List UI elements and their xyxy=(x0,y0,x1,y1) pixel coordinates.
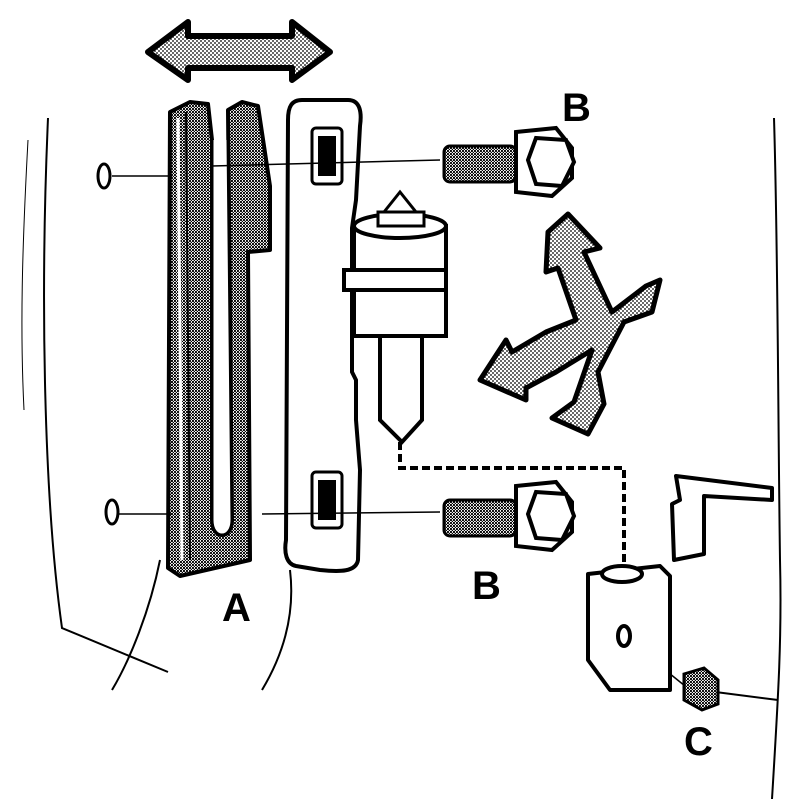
hinge-body xyxy=(283,98,448,573)
label-b-bottom: B xyxy=(472,564,501,608)
clip-c xyxy=(682,666,720,712)
cross-adjust-arrows-icon xyxy=(477,211,663,437)
label-b-top: B xyxy=(562,86,591,130)
body-holes xyxy=(96,162,120,526)
bolt-b-top xyxy=(442,125,577,199)
label-a: A xyxy=(222,586,251,630)
bolt-b-bottom xyxy=(442,479,577,553)
horizontal-adjust-arrow-icon xyxy=(145,19,333,83)
label-c: C xyxy=(684,720,713,764)
hinge-bracket xyxy=(586,474,774,692)
shim-plate-a xyxy=(166,100,272,578)
